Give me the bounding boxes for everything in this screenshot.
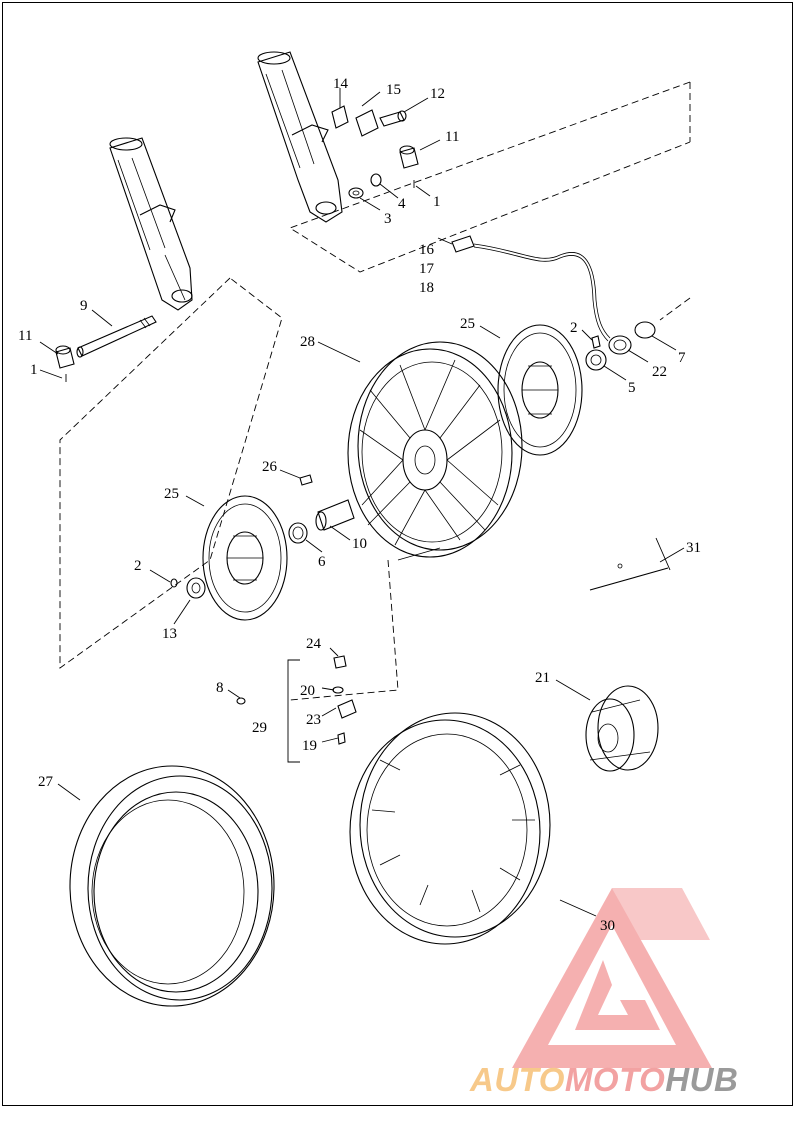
callout-2: 2	[134, 558, 142, 574]
left-brake-rotor	[170, 495, 288, 621]
caliper-bracket-parts	[331, 105, 419, 199]
callout-3: 3	[384, 211, 392, 227]
callout-1: 1	[433, 194, 441, 210]
callout-10: 10	[352, 536, 367, 552]
callout-25: 25	[164, 486, 179, 502]
watermark-hub: HUB	[665, 1061, 739, 1098]
callout-labels: 14 15 12 11 4 1 3 16 17 18 9 11 1 25 2 2…	[18, 76, 701, 934]
watermark-logo	[512, 888, 712, 1068]
spacer-left	[55, 345, 75, 382]
callout-24: 24	[306, 636, 322, 652]
callout-12: 12	[430, 86, 445, 102]
callout-22: 22	[652, 364, 667, 380]
callout-5: 5	[628, 380, 636, 396]
diagram-frame	[2, 2, 793, 1106]
callout-16: 16	[419, 242, 435, 258]
callout-8: 8	[216, 680, 224, 696]
callout-25: 25	[460, 316, 475, 332]
callout-30: 30	[600, 918, 615, 934]
watermark-auto: AUTO	[470, 1061, 565, 1098]
callout-21: 21	[535, 670, 550, 686]
front-axle	[76, 315, 157, 358]
right-fork-leg	[257, 51, 343, 223]
callout-2: 2	[570, 320, 578, 336]
callout-18: 18	[419, 280, 434, 296]
spoked-wheel-assembly	[347, 341, 523, 558]
front-tire	[69, 765, 275, 1007]
callout-13: 13	[162, 626, 177, 642]
left-fork-leg	[109, 137, 193, 311]
dashed-guides	[59, 81, 691, 701]
wheel-speed-sensor	[451, 235, 611, 342]
callout-20: 20	[300, 683, 315, 699]
right-brake-rotor	[497, 324, 583, 456]
spoke	[589, 563, 669, 591]
leader-lines	[39, 88, 685, 917]
callout-26: 26	[262, 459, 278, 475]
callout-29: 29	[252, 720, 267, 736]
callout-28: 28	[300, 334, 315, 350]
callout-17: 17	[419, 261, 435, 277]
callout-11: 11	[18, 328, 32, 344]
callout-19: 19	[302, 738, 317, 754]
watermark-wordmark: AUTOMOTOHUB	[470, 1060, 796, 1100]
callout-7: 7	[678, 350, 686, 366]
callout-11: 11	[445, 129, 459, 145]
callout-14: 14	[333, 76, 349, 92]
callout-15: 15	[386, 82, 401, 98]
wheel-spacer-and-bearing	[288, 474, 355, 544]
valve-stem-kit	[236, 655, 357, 763]
watermark-moto: MOTO	[564, 1061, 666, 1098]
callout-9: 9	[80, 298, 88, 314]
callout-6: 6	[318, 554, 326, 570]
callout-23: 23	[306, 712, 321, 728]
callout-31: 31	[686, 540, 701, 556]
callout-1: 1	[30, 362, 38, 378]
cast-wheel-hub	[585, 685, 659, 772]
callout-4: 4	[398, 196, 406, 212]
right-side-bearing-parts	[585, 321, 656, 371]
callout-27: 27	[38, 774, 54, 790]
wheel-rim	[349, 712, 551, 945]
